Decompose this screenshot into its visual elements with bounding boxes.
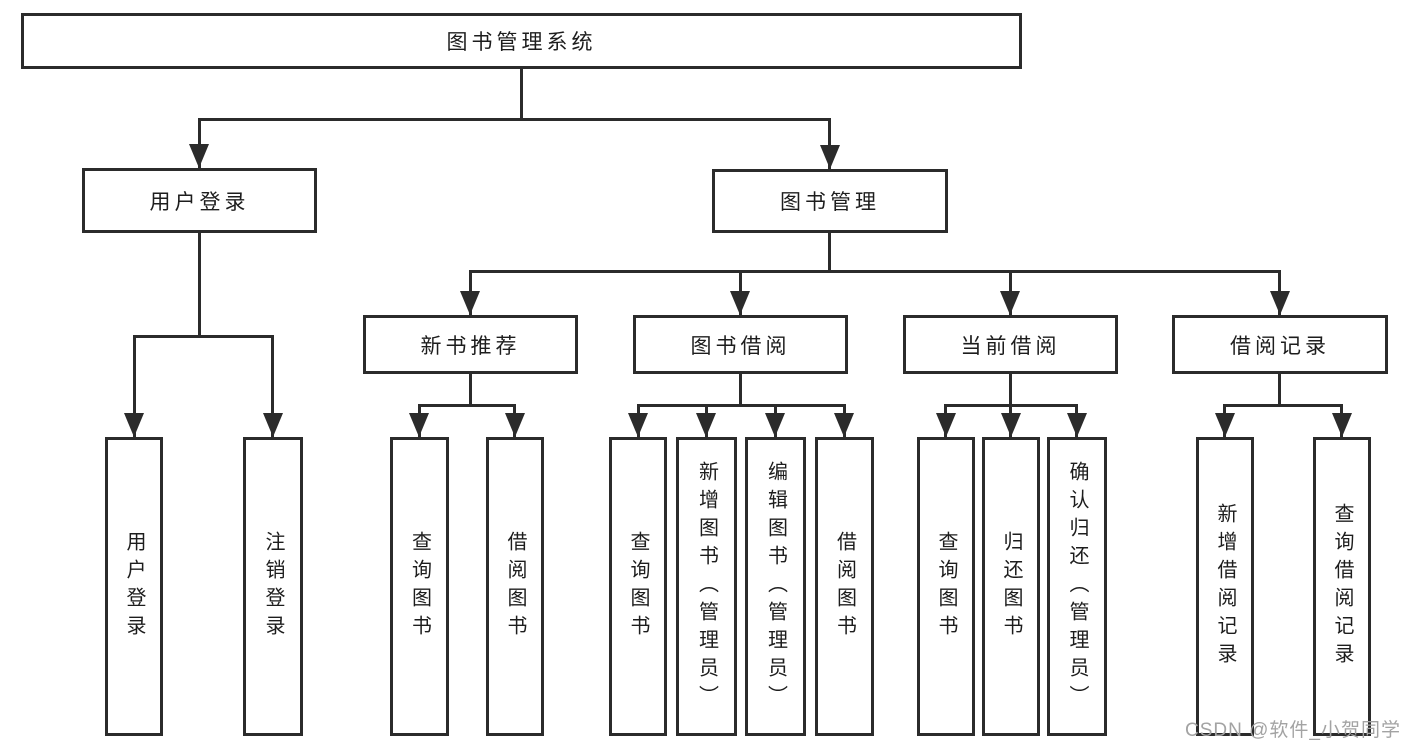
leaf-borrow-books-recommend: 借阅图书 <box>486 437 544 736</box>
leaf-label: 归还图书 <box>1000 530 1022 643</box>
leaf-label: 借阅图书 <box>833 530 856 643</box>
csdn-watermark: CSDN @软件_小贺同学 <box>1185 720 1401 741</box>
arrowhead-down-icon <box>124 413 144 437</box>
leaf-confirm-return-admin: 确认归还（管理员） <box>1047 437 1107 736</box>
connector-line <box>198 118 201 168</box>
leaf-add-books-admin: 新增图书（管理员） <box>676 437 737 736</box>
connector-line <box>637 404 846 407</box>
leaf-user-login: 用户登录 <box>105 437 163 736</box>
connector-line <box>1009 374 1012 407</box>
arrowhead-down-icon <box>765 413 785 437</box>
connector-line <box>418 404 516 407</box>
arrowhead-down-icon <box>834 413 854 437</box>
connector-line <box>1278 374 1281 407</box>
arrowhead-down-icon <box>263 413 283 437</box>
leaf-borrow-books-borrowing: 借阅图书 <box>815 437 874 736</box>
arrowhead-down-icon <box>1270 291 1290 315</box>
node-label: 当前借阅 <box>960 334 1061 358</box>
arrowhead-down-icon <box>409 413 429 437</box>
arrowhead-down-icon <box>730 291 750 315</box>
connector-line <box>133 335 274 338</box>
arrowhead-down-icon <box>460 291 480 315</box>
leaf-label: 用户登录 <box>123 530 145 643</box>
connector-line <box>828 233 831 273</box>
arrowhead-down-icon <box>628 413 648 437</box>
arrowhead-down-icon <box>1332 413 1352 437</box>
connector-line <box>271 335 274 437</box>
node-book-borrowing: 图书借阅 <box>633 315 848 374</box>
connector-line <box>828 118 831 169</box>
arrowhead-down-icon <box>1000 291 1020 315</box>
connector-line <box>198 232 201 338</box>
node-user-login: 用户登录 <box>82 168 317 233</box>
leaf-label: 查询图书 <box>408 530 431 643</box>
leaf-label: 借阅图书 <box>504 530 526 643</box>
leaf-label: 查询图书 <box>627 530 649 643</box>
leaf-label: 新增借阅记录 <box>1214 502 1236 671</box>
connector-line <box>1223 404 1343 407</box>
node-borrowing-records: 借阅记录 <box>1172 315 1388 374</box>
node-label: 用户登录 <box>149 190 250 214</box>
leaf-label: 注销登录 <box>262 530 284 643</box>
leaf-label: 新增图书（管理员） <box>695 460 718 713</box>
connector-line <box>739 374 742 407</box>
connector-line <box>520 69 523 120</box>
node-new-book-recommendation: 新书推荐 <box>363 315 578 374</box>
node-label: 图书管理系统 <box>446 31 597 54</box>
arrowhead-down-icon <box>936 413 956 437</box>
node-library-system: 图书管理系统 <box>21 13 1022 69</box>
arrowhead-down-icon <box>1215 413 1235 437</box>
arrowhead-down-icon <box>505 413 525 437</box>
leaf-label: 确认归还（管理员） <box>1066 460 1088 713</box>
leaf-logout: 注销登录 <box>243 437 303 736</box>
node-label: 新书推荐 <box>420 334 521 358</box>
leaf-query-books-recommend: 查询图书 <box>390 437 449 736</box>
connector-line <box>133 335 136 437</box>
leaf-query-borrow-record: 查询借阅记录 <box>1313 437 1371 736</box>
arrowhead-down-icon <box>189 144 209 168</box>
leaf-label: 编辑图书（管理员） <box>764 460 787 713</box>
leaf-query-books-current: 查询图书 <box>917 437 975 736</box>
connector-line <box>944 404 1078 407</box>
connector-line <box>469 374 472 407</box>
arrowhead-down-icon <box>1067 413 1087 437</box>
arrowhead-down-icon <box>1001 413 1021 437</box>
node-current-borrowing: 当前借阅 <box>903 315 1118 374</box>
leaf-return-books: 归还图书 <box>982 437 1040 736</box>
node-label: 借阅记录 <box>1230 334 1330 358</box>
node-label: 图书管理 <box>780 191 880 214</box>
node-label: 图书借阅 <box>690 334 791 358</box>
leaf-label: 查询借阅记录 <box>1331 502 1353 671</box>
leaf-add-borrow-record: 新增借阅记录 <box>1196 437 1254 736</box>
connector-line <box>198 118 830 121</box>
node-book-management: 图书管理 <box>712 169 948 233</box>
arrowhead-down-icon <box>820 145 840 169</box>
leaf-label: 查询图书 <box>935 530 957 643</box>
connector-line <box>469 270 1281 273</box>
leaf-edit-books-admin: 编辑图书（管理员） <box>745 437 806 736</box>
arrowhead-down-icon <box>696 413 716 437</box>
leaf-query-books-borrowing: 查询图书 <box>609 437 667 736</box>
